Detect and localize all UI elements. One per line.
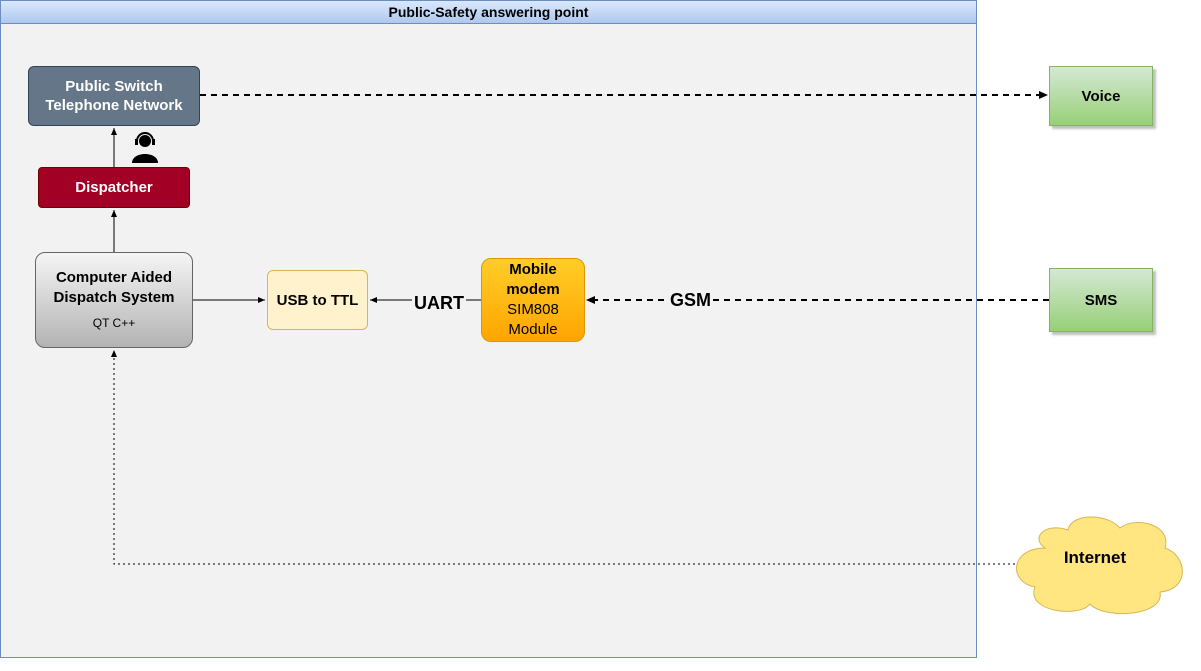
voice-label: Voice <box>1081 87 1121 105</box>
container-title: Public-Safety answering point <box>1 1 976 24</box>
modem-line4: Module <box>508 321 558 338</box>
dispatcher-label: Dispatcher <box>75 179 153 196</box>
cad-node[interactable]: Computer Aided Dispatch System QT C++ <box>35 252 193 348</box>
edge-internet-cad <box>111 350 1025 565</box>
modem-line3: SIM808 <box>507 301 559 318</box>
sms-label: SMS <box>1084 291 1118 309</box>
cad-sub: QT C++ <box>92 315 136 330</box>
pstn-line2: Telephone Network <box>45 97 183 114</box>
headset-operator-icon <box>132 132 158 163</box>
usb-label: USB to TTL <box>276 291 359 309</box>
internet-cloud-shape <box>1016 516 1183 615</box>
usb-ttl-node[interactable]: USB to TTL <box>267 270 368 330</box>
gsm-label: GSM <box>668 290 714 311</box>
modem-line1: Mobile <box>509 261 557 278</box>
pstn-node[interactable]: Public Switch Telephone Network <box>28 66 200 126</box>
voice-node[interactable]: Voice <box>1049 66 1153 126</box>
internet-label[interactable]: Internet <box>1063 548 1127 567</box>
sms-node[interactable]: SMS <box>1049 268 1153 332</box>
pstn-line1: Public Switch <box>65 78 163 95</box>
uart-label: UART <box>412 293 466 314</box>
modem-line2: modem <box>506 281 560 298</box>
dispatcher-node[interactable]: Dispatcher <box>38 167 190 208</box>
cad-line2: Dispatch System <box>53 288 175 306</box>
mobile-modem-node[interactable]: Mobile modem SIM808 Module <box>481 258 585 342</box>
cad-line1: Computer Aided <box>55 268 173 286</box>
